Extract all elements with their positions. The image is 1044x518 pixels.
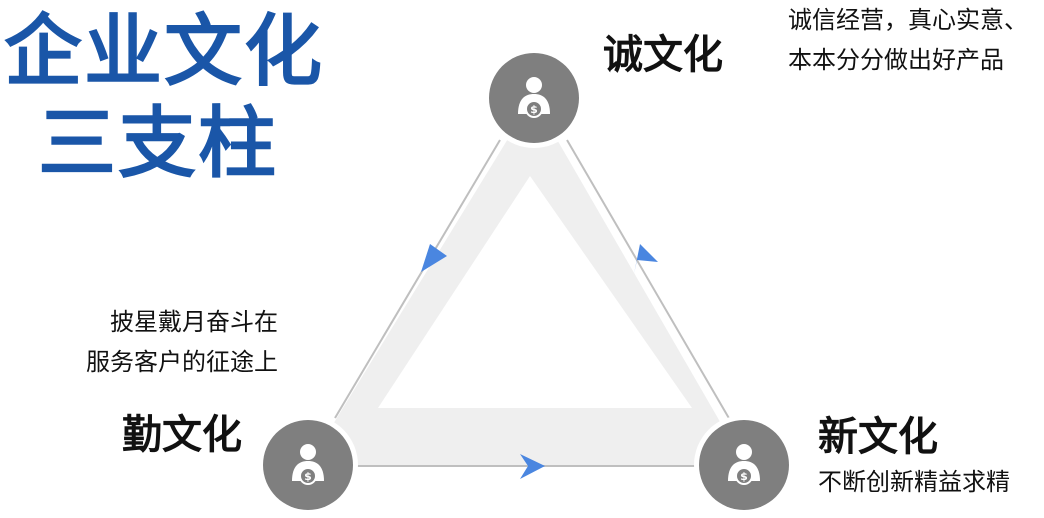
person-money-icon: $ xyxy=(728,444,760,485)
person-money-icon: $ xyxy=(292,444,324,485)
svg-text:$: $ xyxy=(304,470,312,483)
title-line1: 企业文化 xyxy=(4,7,325,97)
desc-left: 披星戴月奋斗在 服务客户的征途上 xyxy=(86,302,278,382)
node-top: $ xyxy=(484,48,584,148)
desc-top: 诚信经营，真心实意、 本本分分做出好产品 xyxy=(788,0,1028,80)
arrow-bottom-edge-icon xyxy=(520,454,545,479)
title-line2: 三支柱 xyxy=(38,99,279,189)
node-right: $ xyxy=(694,415,794,515)
label-left: 勤文化 xyxy=(122,412,242,458)
desc-top-line2: 本本分分做出好产品 xyxy=(788,46,1004,74)
desc-top-line1: 诚信经营，真心实意、 xyxy=(788,6,1028,34)
label-right: 新文化 xyxy=(818,414,938,460)
svg-text:$: $ xyxy=(530,103,538,116)
svg-text:$: $ xyxy=(740,470,748,483)
arrow-right-edge-icon xyxy=(634,244,658,274)
page-title: 企业文化 三支柱 xyxy=(4,6,324,190)
node-left: $ xyxy=(258,415,358,515)
desc-right: 不断创新精益求精 xyxy=(818,462,1010,502)
label-top: 诚文化 xyxy=(603,32,723,78)
arrow-left-edge-icon xyxy=(421,244,447,272)
desc-left-line2: 服务客户的征途上 xyxy=(86,348,278,376)
desc-left-line1: 披星戴月奋斗在 xyxy=(110,308,278,336)
desc-right-line1: 不断创新精益求精 xyxy=(818,468,1010,496)
person-money-icon: $ xyxy=(518,77,550,118)
edge-line-left xyxy=(334,139,501,419)
edge-line-right xyxy=(566,139,731,421)
triangle-band xyxy=(308,98,745,465)
